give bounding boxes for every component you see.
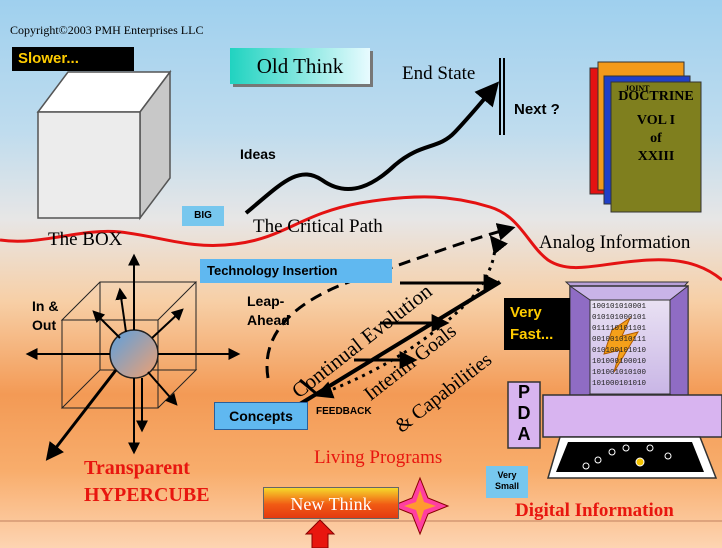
interim-goals-arc <box>314 235 509 399</box>
doctrine-vol: VOL I <box>636 113 676 128</box>
critical-path-label: The Critical Path <box>253 216 383 237</box>
in-out-label-line1: In & <box>32 298 59 314</box>
very-small-badge: Very Small <box>486 466 528 498</box>
binary-line: 101001010100 <box>592 369 647 377</box>
bottom-arrow <box>304 519 336 548</box>
slower-label: Slower... <box>12 47 134 71</box>
pda-device <box>507 381 541 449</box>
critical-path-curve <box>244 81 500 215</box>
very-small-line1: Very <box>497 470 517 480</box>
hypercube-label: HYPERCUBE <box>84 484 210 506</box>
end-state-label: End State <box>402 63 476 84</box>
leap-ahead-label-line2: Ahead <box>247 312 290 328</box>
boundary-wave <box>0 195 722 282</box>
feedback-label: FEEDBACK <box>316 406 372 417</box>
binary-line: 101000100010 <box>592 358 647 366</box>
binary-line: 101000101010 <box>592 380 647 388</box>
very-fast-line1: Very <box>510 304 542 321</box>
ideas-label: Ideas <box>240 146 276 162</box>
box-3d-shape <box>36 69 172 221</box>
doctrine-books <box>589 61 702 213</box>
binary-line: 011110101101 <box>592 325 647 333</box>
binary-screen-text: 100101010001 010101000101 011110101101 0… <box>592 302 670 390</box>
hypercube-sphere <box>109 329 159 379</box>
concepts-box: Concepts <box>214 402 308 430</box>
in-out-label-line2: Out <box>32 317 57 333</box>
hypercube-arrows <box>25 253 241 461</box>
big-badge: BIG <box>182 206 224 226</box>
very-fast-box: Very Fast... <box>504 298 570 350</box>
binary-line: 010101000101 <box>592 314 647 322</box>
doctrine-cover: JOINT DOCTRINE VOL I of XXIII <box>611 82 701 165</box>
pda-letter-d: D <box>517 403 531 423</box>
digital-information-label: Digital Information <box>515 500 674 521</box>
pda-letter-a: A <box>517 424 531 444</box>
transparent-label: Transparent <box>84 457 190 479</box>
analog-information-label: Analog Information <box>539 232 691 253</box>
technology-insertion-box: Technology Insertion <box>200 259 392 283</box>
binary-line: 010100101010 <box>592 347 647 355</box>
the-box-label: The BOX <box>48 229 123 250</box>
living-programs-label: Living Programs <box>314 447 443 468</box>
doctrine-joint: JOINT <box>625 84 650 93</box>
very-fast-line2: Fast... <box>510 326 554 343</box>
hypercube-shape <box>60 281 198 409</box>
leap-ahead-arc <box>265 223 516 379</box>
old-think-box: Old Think <box>230 48 370 84</box>
binary-line: 100101010001 <box>592 303 647 311</box>
very-small-line2: Small <box>494 481 519 491</box>
leap-ahead-label-line1: Leap- <box>247 293 285 309</box>
binary-line: 001001010111 <box>592 336 647 344</box>
digital-computer <box>542 281 722 479</box>
pda-letters: P D A <box>508 382 540 445</box>
pda-letter-p: P <box>517 382 530 402</box>
new-think-box: New Think <box>263 487 399 519</box>
copyright-text: Copyright©2003 PMH Enterprises LLC <box>10 23 204 37</box>
doctrine-number: XXIII <box>637 149 675 164</box>
doctrine-title: DOCTRINE <box>618 89 694 104</box>
doctrine-of: of <box>650 131 662 146</box>
next-label: Next ? <box>514 101 560 118</box>
